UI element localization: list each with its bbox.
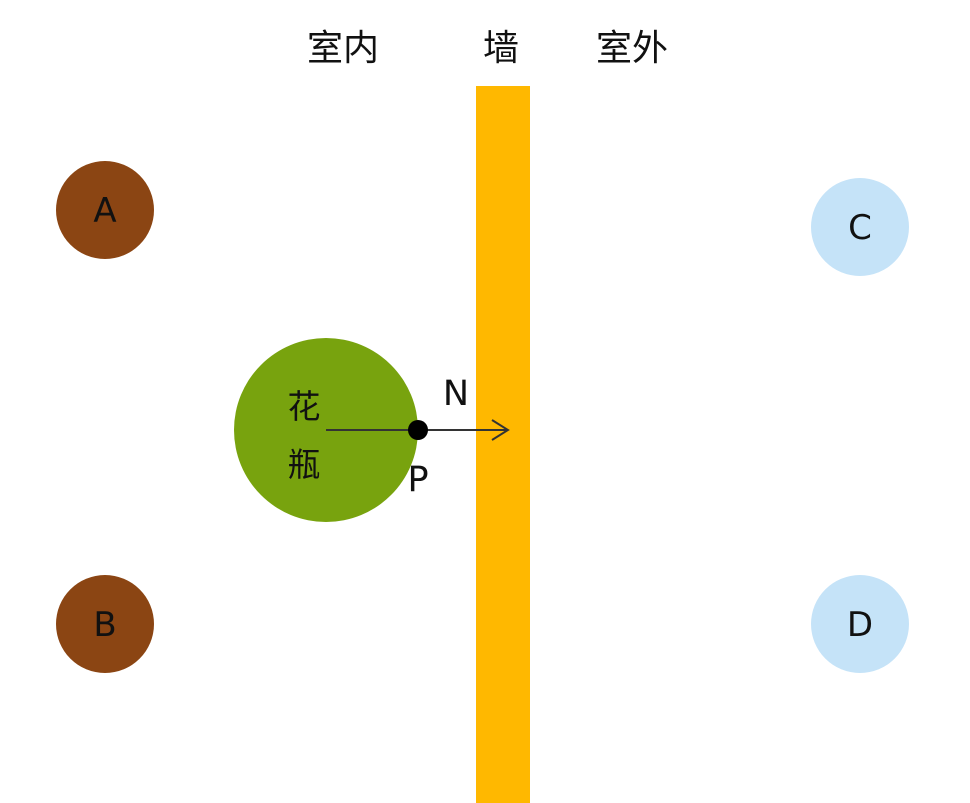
- point-a-label: A: [93, 191, 116, 231]
- outdoor-label: 室外: [596, 28, 668, 69]
- point-p-dot: [408, 420, 428, 440]
- point-c-label: C: [848, 208, 872, 248]
- point-p-label: P: [407, 460, 428, 500]
- point-a-circle: [56, 161, 154, 259]
- point-c-circle: [811, 178, 909, 276]
- vase-label-line2: 瓶: [288, 445, 321, 484]
- point-b-label: B: [93, 605, 116, 645]
- wall-label: 墙: [483, 28, 519, 69]
- indoor-label: 室内: [307, 28, 379, 69]
- point-b-circle: [56, 575, 154, 673]
- vase-label-line1: 花: [288, 387, 321, 426]
- normal-n-label: N: [443, 374, 469, 414]
- wall: [476, 86, 530, 803]
- point-d-circle: [811, 575, 909, 673]
- point-d-label: D: [847, 605, 873, 645]
